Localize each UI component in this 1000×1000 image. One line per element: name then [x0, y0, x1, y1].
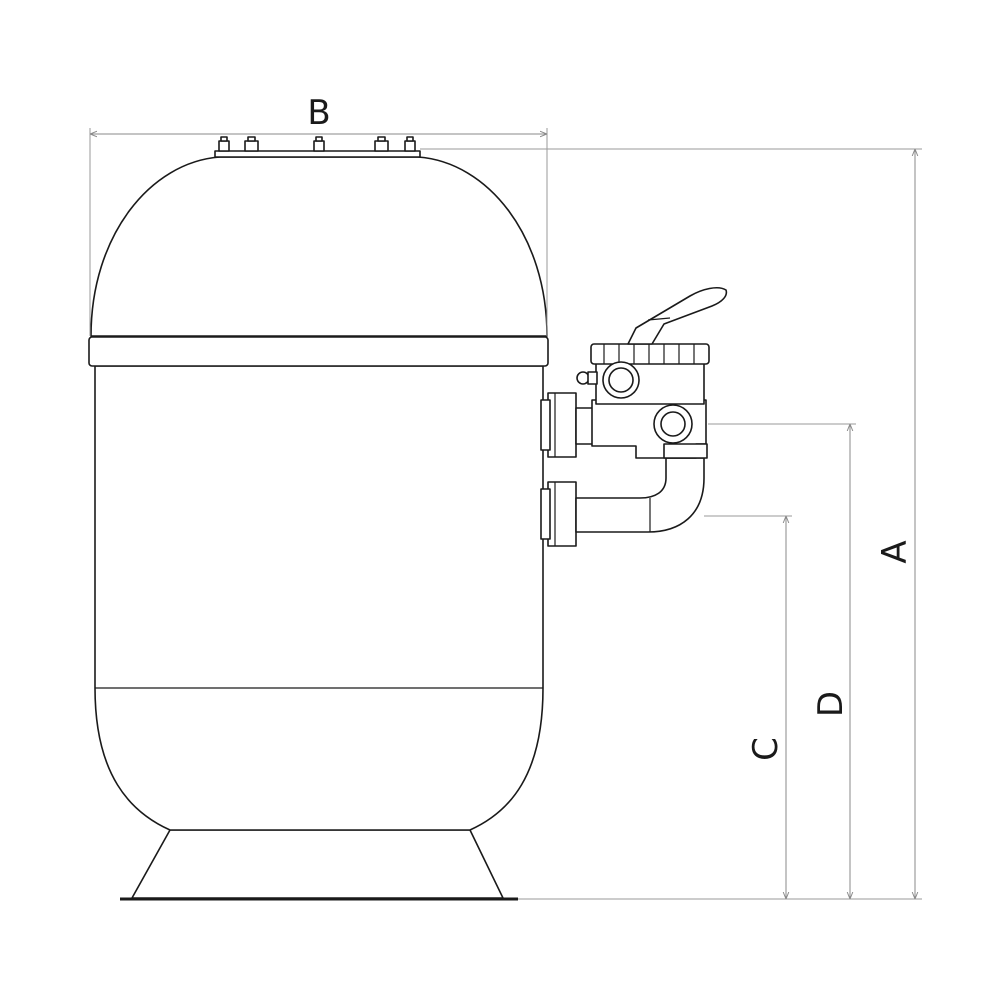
dimension-label-b: B: [307, 93, 330, 133]
valve-cover: [590, 343, 710, 365]
bolt-icon: [218, 136, 230, 152]
upper-union-nut: [547, 392, 577, 458]
valve-cover-ribs: [603, 344, 695, 364]
tank-lower-body: [94, 365, 544, 831]
filter-tank: [88, 136, 549, 901]
dome-top-flange: [214, 150, 421, 158]
dimension-lines: [89, 128, 922, 900]
tank-dome: [90, 156, 548, 337]
bolt-icon: [244, 136, 259, 152]
upper-union-collar: [540, 399, 551, 451]
valve-bottom-collar: [663, 443, 708, 459]
lower-union-collar: [540, 488, 551, 540]
bolt-icon: [404, 136, 416, 152]
lower-elbow-pipe: [575, 457, 705, 533]
valve-port-upper: [602, 361, 640, 399]
dimension-label-c: C: [746, 737, 786, 761]
side-connections: [540, 392, 705, 547]
dimension-label-d: D: [811, 691, 851, 717]
valve-handle[interactable]: [627, 287, 728, 345]
top-bolts: [218, 136, 416, 152]
multiport-valve: [576, 287, 728, 459]
dimension-label-a: A: [875, 540, 915, 563]
valve-port-lower: [653, 404, 693, 444]
bolt-icon: [313, 136, 325, 152]
tank-base-stand: [131, 829, 504, 899]
tank-clamp-band: [88, 336, 549, 367]
lower-union-nut: [547, 481, 577, 547]
bolt-icon: [374, 136, 389, 152]
